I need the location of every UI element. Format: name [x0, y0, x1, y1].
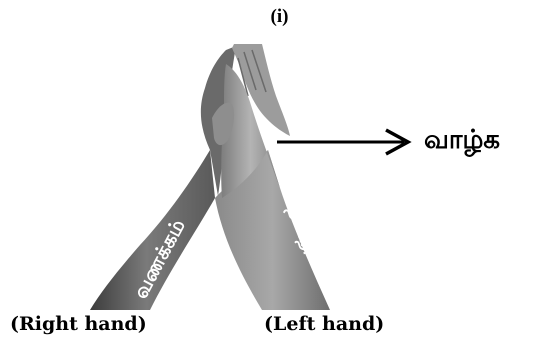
panel-label: (i) [270, 6, 289, 27]
arrow-label: வாழ்க [424, 125, 501, 155]
left-forearm [215, 150, 330, 310]
right-forearm [90, 150, 215, 310]
pointer-arrow [277, 128, 412, 156]
left-hand [221, 64, 280, 198]
thumbs [212, 102, 235, 146]
left-hand-caption: (Left hand) [264, 313, 385, 335]
fingers [232, 44, 290, 136]
finger-creases [237, 49, 267, 97]
right-hand-caption: (Right hand) [10, 313, 147, 335]
